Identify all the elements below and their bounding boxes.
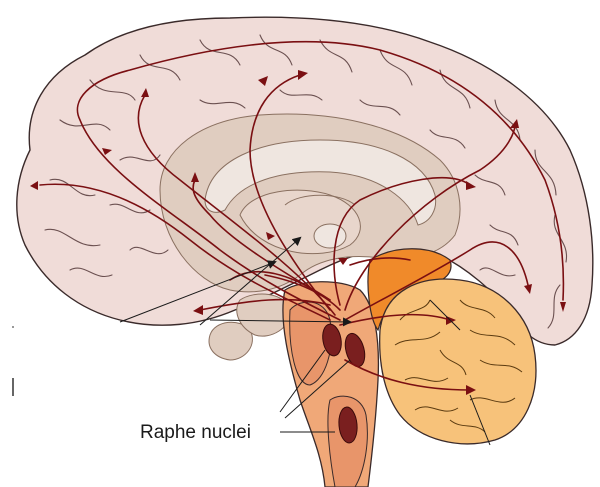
thalamus-core [314, 224, 346, 248]
raphe-nuclei-label: Raphe nuclei [140, 422, 251, 443]
